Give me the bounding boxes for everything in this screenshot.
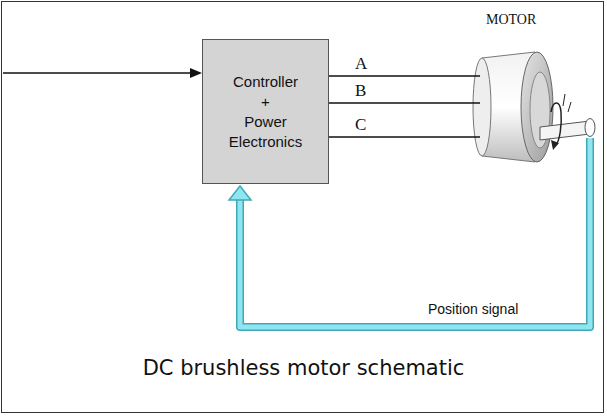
controller-box: Controller + Power Electronics <box>202 39 329 184</box>
motor-label: MOTOR <box>486 12 536 28</box>
rotation-arrow <box>551 103 561 146</box>
edge-label: C <box>355 115 366 135</box>
rotation-arrowhead <box>551 140 559 150</box>
box-label: Controller + Power Electronics <box>211 72 321 152</box>
caption: DC brushless motor schematic <box>0 356 607 380</box>
edge-label: A <box>355 54 367 74</box>
input-line <box>3 72 192 74</box>
phase-wire <box>329 76 480 77</box>
input-arrowhead <box>190 68 202 78</box>
rotation-tick <box>563 94 571 112</box>
phase-wire <box>329 137 480 138</box>
edge-label: B <box>355 81 366 101</box>
motor-shaft <box>540 121 590 140</box>
motor-unit: MOTOR <box>470 12 596 164</box>
motor-face <box>521 52 553 162</box>
shaft-end <box>585 119 595 137</box>
phase-wire <box>329 103 480 104</box>
motor-rear <box>473 58 491 156</box>
edge-label: Position signal <box>426 301 520 317</box>
